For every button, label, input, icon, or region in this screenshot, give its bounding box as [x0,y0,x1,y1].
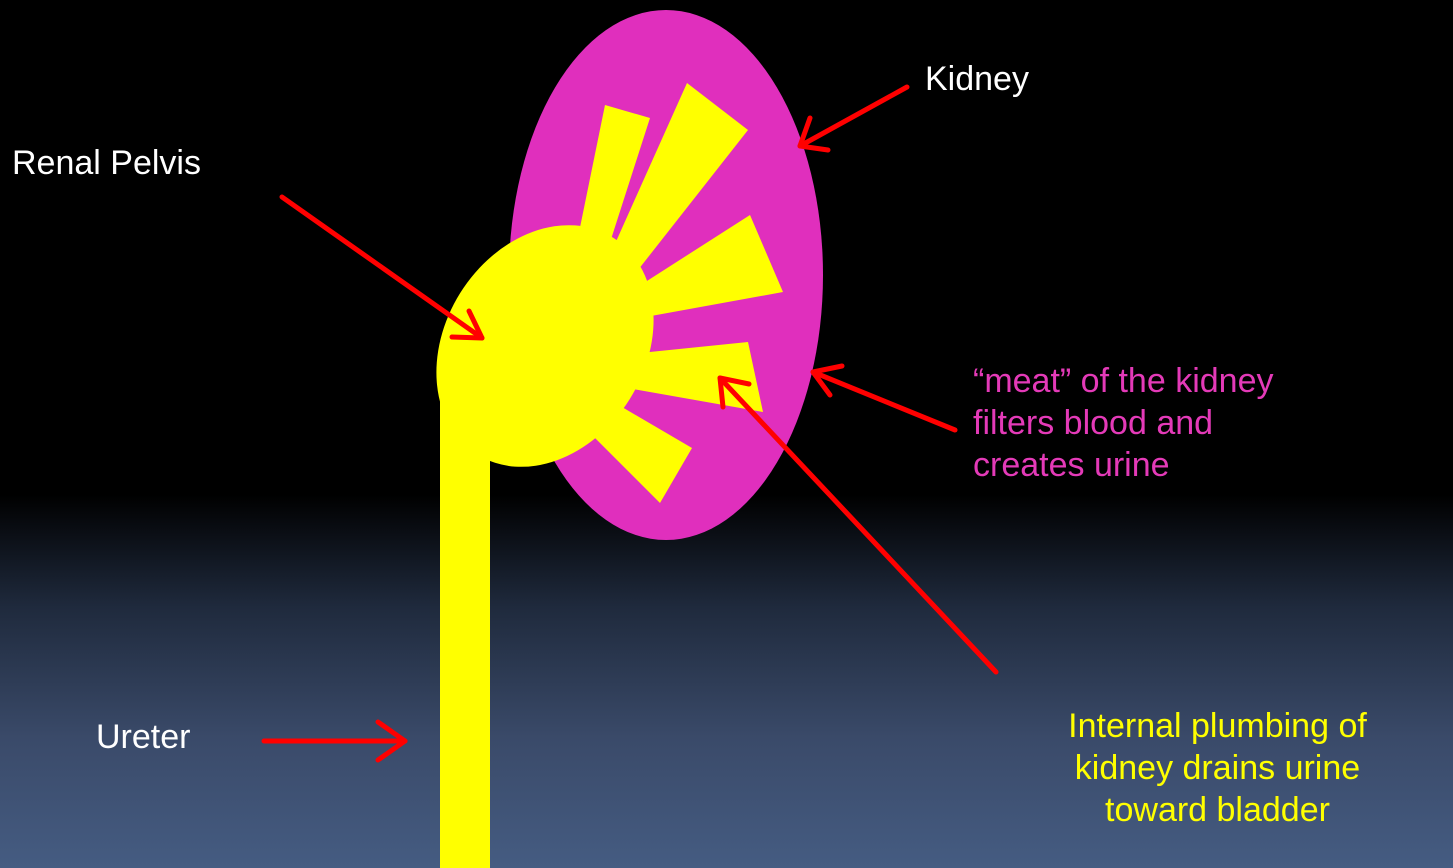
ureter-tube [440,372,490,868]
arrow-kidney [800,87,907,150]
arrow-renal-pelvis [282,197,482,338]
internal-plumbing-label-line: kidney drains urine [995,747,1440,789]
arrow-meat [813,366,955,430]
kidney-meat-label-line: filters blood and [973,402,1273,444]
ureter-label: Ureter [96,716,190,758]
arrow-plumbing [720,378,996,672]
kidney-meat-label: “meat” of the kidney filters blood and c… [973,360,1273,486]
internal-plumbing-label: Internal plumbing of kidney drains urine… [995,705,1440,831]
arrow-ureter [264,722,405,760]
internal-plumbing-label-line: toward bladder [995,789,1440,831]
renal-pelvis-label: Renal Pelvis [12,142,201,184]
kidney-label: Kidney [925,58,1029,100]
kidney-meat-label-line: creates urine [973,444,1273,486]
kidney-meat-label-line: “meat” of the kidney [973,360,1273,402]
internal-plumbing-label-line: Internal plumbing of [995,705,1440,747]
